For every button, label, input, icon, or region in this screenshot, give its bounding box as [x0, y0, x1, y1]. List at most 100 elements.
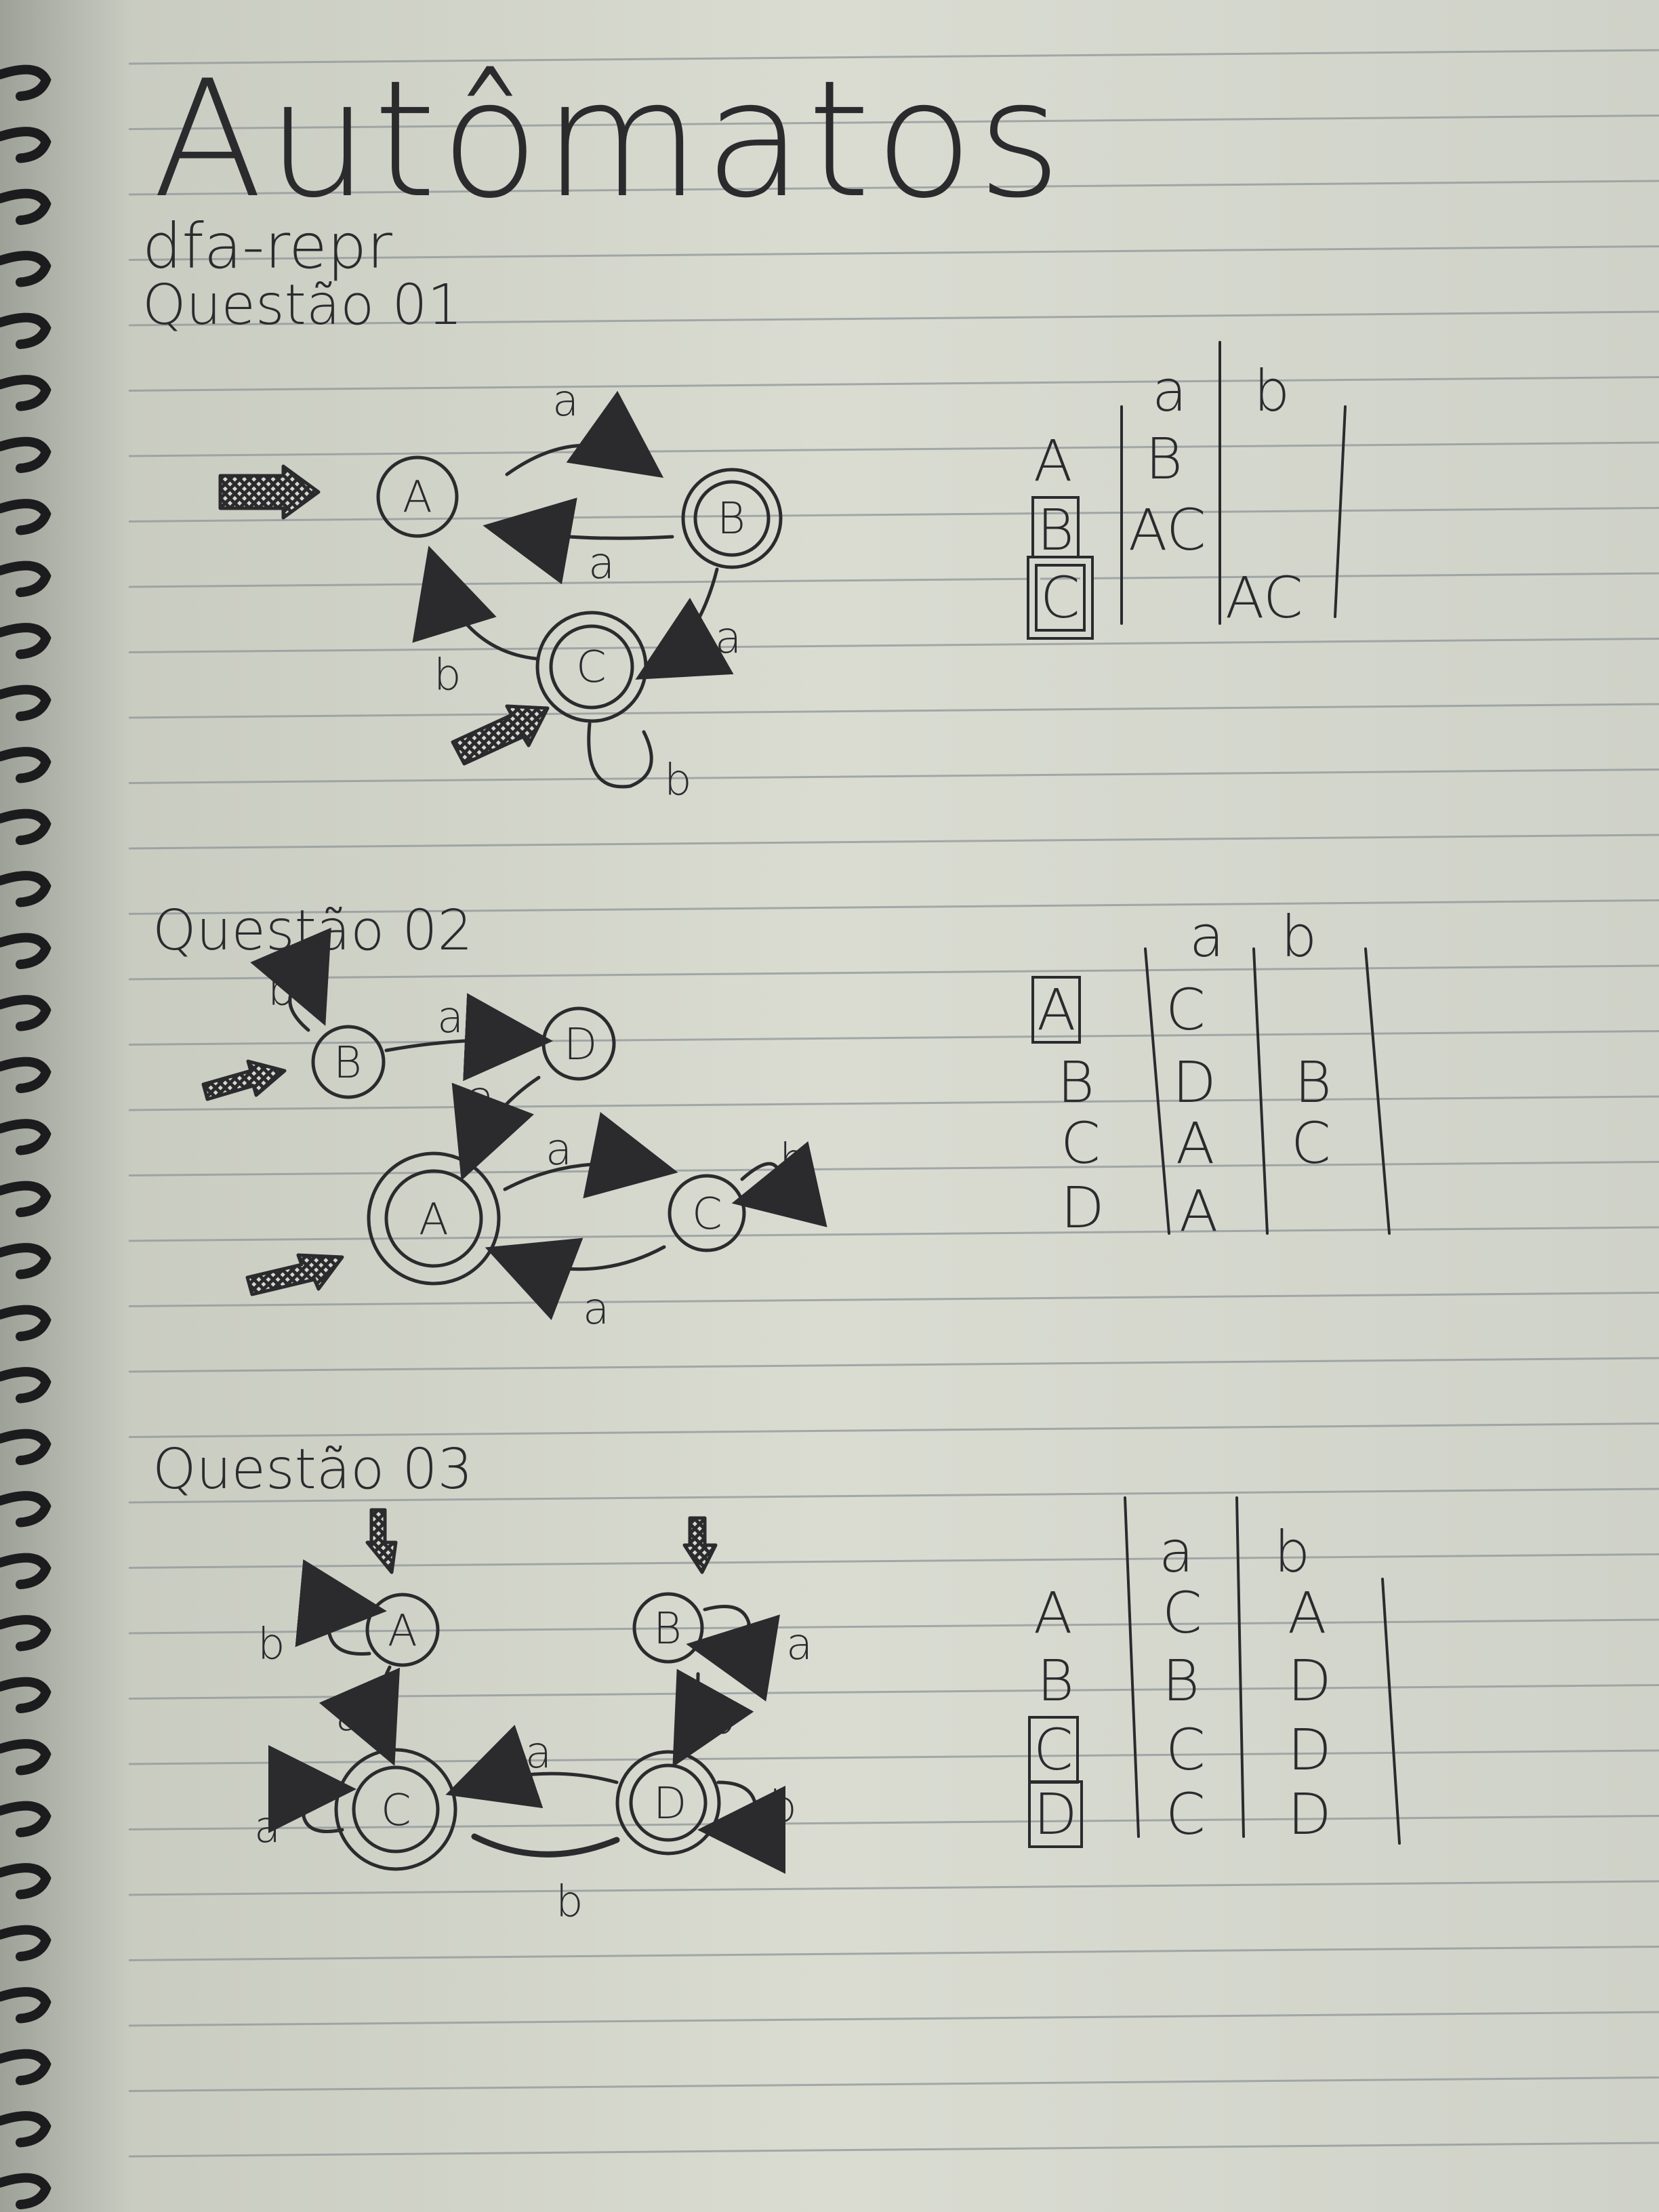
q3-edge-c-d [471, 1833, 620, 1858]
spiral-ring [0, 1739, 52, 1776]
q3-table-row-state: D [1028, 1780, 1083, 1848]
spiral-ring [0, 1243, 52, 1279]
q3-table-cell: D [1288, 1717, 1332, 1783]
ruled-line [128, 1292, 1659, 1307]
q2-state-label: A [419, 1195, 449, 1245]
q1-loop-c [587, 722, 653, 789]
question-01-heading: Questão 01 [142, 273, 463, 337]
q2-edge-a-c [503, 1111, 678, 1199]
q3-table-cell: C [1166, 1781, 1206, 1847]
ruled-line [128, 1161, 1659, 1176]
spiral-ring [0, 2049, 52, 2085]
q3-table-col-header: a [1159, 1519, 1194, 1585]
q1-table-row-state: B [1031, 496, 1080, 564]
q3-edge-a-c [319, 1665, 401, 1766]
ruled-line [128, 1095, 1659, 1111]
q3-edge-label: b [556, 1877, 583, 1927]
q3-state-label: A [388, 1606, 417, 1656]
q3-start-arrow-a [365, 1508, 398, 1574]
q3-table-cell: D [1288, 1647, 1332, 1714]
ruled-line [128, 49, 1659, 65]
q1-state-b-inner [693, 480, 771, 557]
q3-table-cell: A [1288, 1580, 1327, 1646]
q3-edge-d-c [445, 1725, 619, 1809]
q2-state-b [311, 1025, 386, 1099]
q1-edge-label: a [715, 613, 742, 663]
q3-table-row-state: C [1028, 1716, 1079, 1784]
ruled-line [128, 834, 1659, 850]
q3-diagram [268, 1508, 786, 1874]
spiral-ring [0, 933, 52, 969]
q3-edge-label: a [335, 1691, 363, 1741]
tables-grid [1120, 341, 1401, 1845]
q2-state-label: D [564, 1020, 598, 1070]
q3-start-arrow-b [682, 1516, 718, 1574]
spiral-ring [0, 871, 52, 907]
q3-table-col-header: b [1274, 1519, 1311, 1585]
ruled-line [128, 1880, 1659, 1896]
q1-edge-label: b [664, 756, 692, 806]
q2-table-cell: C [1166, 977, 1206, 1043]
spiral-ring [0, 2111, 52, 2148]
spiral-ring [0, 560, 52, 597]
q1-edge-c-a [412, 546, 539, 661]
spiral-ring [0, 251, 52, 287]
q1-table-row-state: A [1033, 428, 1073, 494]
page-subtitle: dfa-repr [142, 210, 392, 283]
ruled-line [128, 1422, 1659, 1438]
q1-edge-label: b [434, 651, 462, 701]
q2-state-a-outer [367, 1151, 501, 1286]
ruled-line [128, 1815, 1659, 1830]
spiral-ring [0, 1057, 52, 1093]
q1-table-col-header: a [1152, 358, 1187, 424]
q3-loop-b [686, 1605, 781, 1702]
q3-state-label: D [653, 1779, 687, 1829]
q3-table-cell: D [1288, 1781, 1332, 1847]
q1-state-a [376, 455, 459, 538]
q1-state-c-inner [549, 624, 634, 710]
q2-table-col-header: a [1189, 903, 1225, 970]
spiral-ring [0, 1801, 52, 1837]
q2-table-cell: D [1172, 1049, 1216, 1115]
q2-edge-label: a [437, 993, 464, 1043]
q3-edge-label: b [258, 1620, 285, 1670]
q2-edge-c-a [485, 1237, 666, 1320]
q2-edge-b-d [384, 993, 553, 1082]
ruled-line [128, 1946, 1659, 1961]
spiral-ring [0, 375, 52, 411]
q1-edge-a-b [505, 390, 664, 478]
spiral-ring [0, 995, 52, 1031]
q2-state-label: C [692, 1189, 722, 1240]
ruled-line [128, 964, 1659, 981]
ruled-line [128, 769, 1659, 784]
spiral-ring [0, 1119, 52, 1155]
ruled-line [128, 638, 1659, 653]
spiral-ring [0, 436, 52, 473]
q2-loop-c [731, 1141, 827, 1227]
q2-table-row-state: C [1061, 1110, 1101, 1176]
q3-table-row-state: A [1033, 1580, 1073, 1646]
q2-edge-label: b [779, 1135, 807, 1185]
q2-edge-label: a [546, 1125, 573, 1175]
q3-edge-label: b [708, 1694, 736, 1744]
q1-edge-b-c [635, 567, 734, 680]
ruled-line [128, 1357, 1659, 1373]
spiral-ring [0, 1553, 52, 1589]
spiral-ring [0, 1863, 52, 1900]
q3-loop-a [295, 1559, 387, 1656]
q2-edge-label: a [583, 1284, 610, 1334]
spiral-ring [0, 1367, 52, 1404]
spiral-binding [0, 64, 52, 2209]
spiral-ring [0, 1181, 52, 1217]
spiral-ring [0, 808, 52, 845]
q2-state-label: B [333, 1038, 362, 1088]
ruled-line [128, 310, 1659, 327]
q2-start-arrow-b [201, 1059, 287, 1101]
ruled-line [128, 180, 1659, 196]
page-title: Autômatos [152, 46, 1066, 234]
q3-state-label: B [653, 1604, 682, 1654]
ruled-line [128, 703, 1659, 719]
q1-table-col-header: b [1254, 358, 1290, 424]
spiral-ring [0, 127, 52, 163]
q3-table-cell: B [1162, 1647, 1200, 1714]
